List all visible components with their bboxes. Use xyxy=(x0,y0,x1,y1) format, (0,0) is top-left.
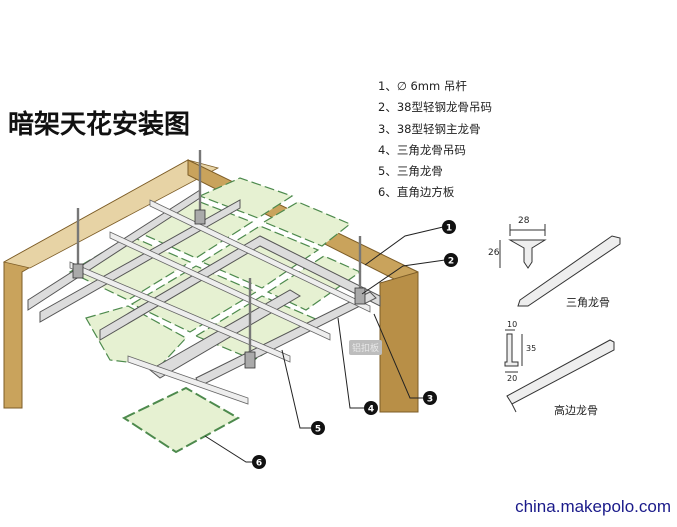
high-edge-dim-bottom: 20 xyxy=(507,374,518,383)
stamp-label: 铝扣板 xyxy=(349,340,383,355)
callout-5: 5 xyxy=(315,425,321,435)
callout-markers xyxy=(252,220,458,469)
legend-item-6: 6、直角边方板 xyxy=(378,185,455,200)
diagram-title: 暗架天花安装图 xyxy=(8,110,191,140)
legend-item-1: 1、∅ 6mm 吊杆 xyxy=(378,79,467,93)
high-edge-keel-label: 高边龙骨 xyxy=(554,404,598,417)
legend-list: 1、∅ 6mm 吊杆 2、38型轻钢龙骨吊码 3、38型轻钢主龙骨 4、三角龙骨… xyxy=(378,76,492,204)
legend-item-4: 4、三角龙骨吊码 xyxy=(378,142,466,157)
legend-item-2: 2、38型轻钢龙骨吊码 xyxy=(378,100,492,115)
callout-numbers: 1 2 3 4 5 6 xyxy=(256,224,454,469)
high-edge-dim-height: 35 xyxy=(526,344,537,353)
triangle-dim-height: 26 xyxy=(488,248,500,258)
callout-1: 1 xyxy=(446,224,452,234)
legend-item-3: 3、38型轻钢主龙骨 xyxy=(378,121,481,136)
cross-keels xyxy=(69,199,371,405)
callout-2: 2 xyxy=(448,257,454,267)
watermark: china.makepolo.com xyxy=(515,497,671,516)
square-panel xyxy=(121,386,241,454)
triangle-dim-width: 28 xyxy=(518,216,530,226)
side-wall-front xyxy=(379,271,419,413)
triangle-keel-profile xyxy=(499,224,621,307)
hanger-rods xyxy=(76,150,362,362)
callout-3: 3 xyxy=(427,395,433,405)
callout-4: 4 xyxy=(368,405,374,415)
high-edge-dim-top: 10 xyxy=(507,320,518,329)
hanger-clips xyxy=(72,209,366,369)
triangle-keel-label: 三角龙骨 xyxy=(566,296,610,309)
back-wall-top xyxy=(2,159,220,269)
callout-6: 6 xyxy=(256,459,262,469)
high-edge-keel-profile xyxy=(504,329,615,413)
leader-lines xyxy=(204,226,446,463)
legend-item-5: 5、三角龙骨 xyxy=(378,164,443,179)
